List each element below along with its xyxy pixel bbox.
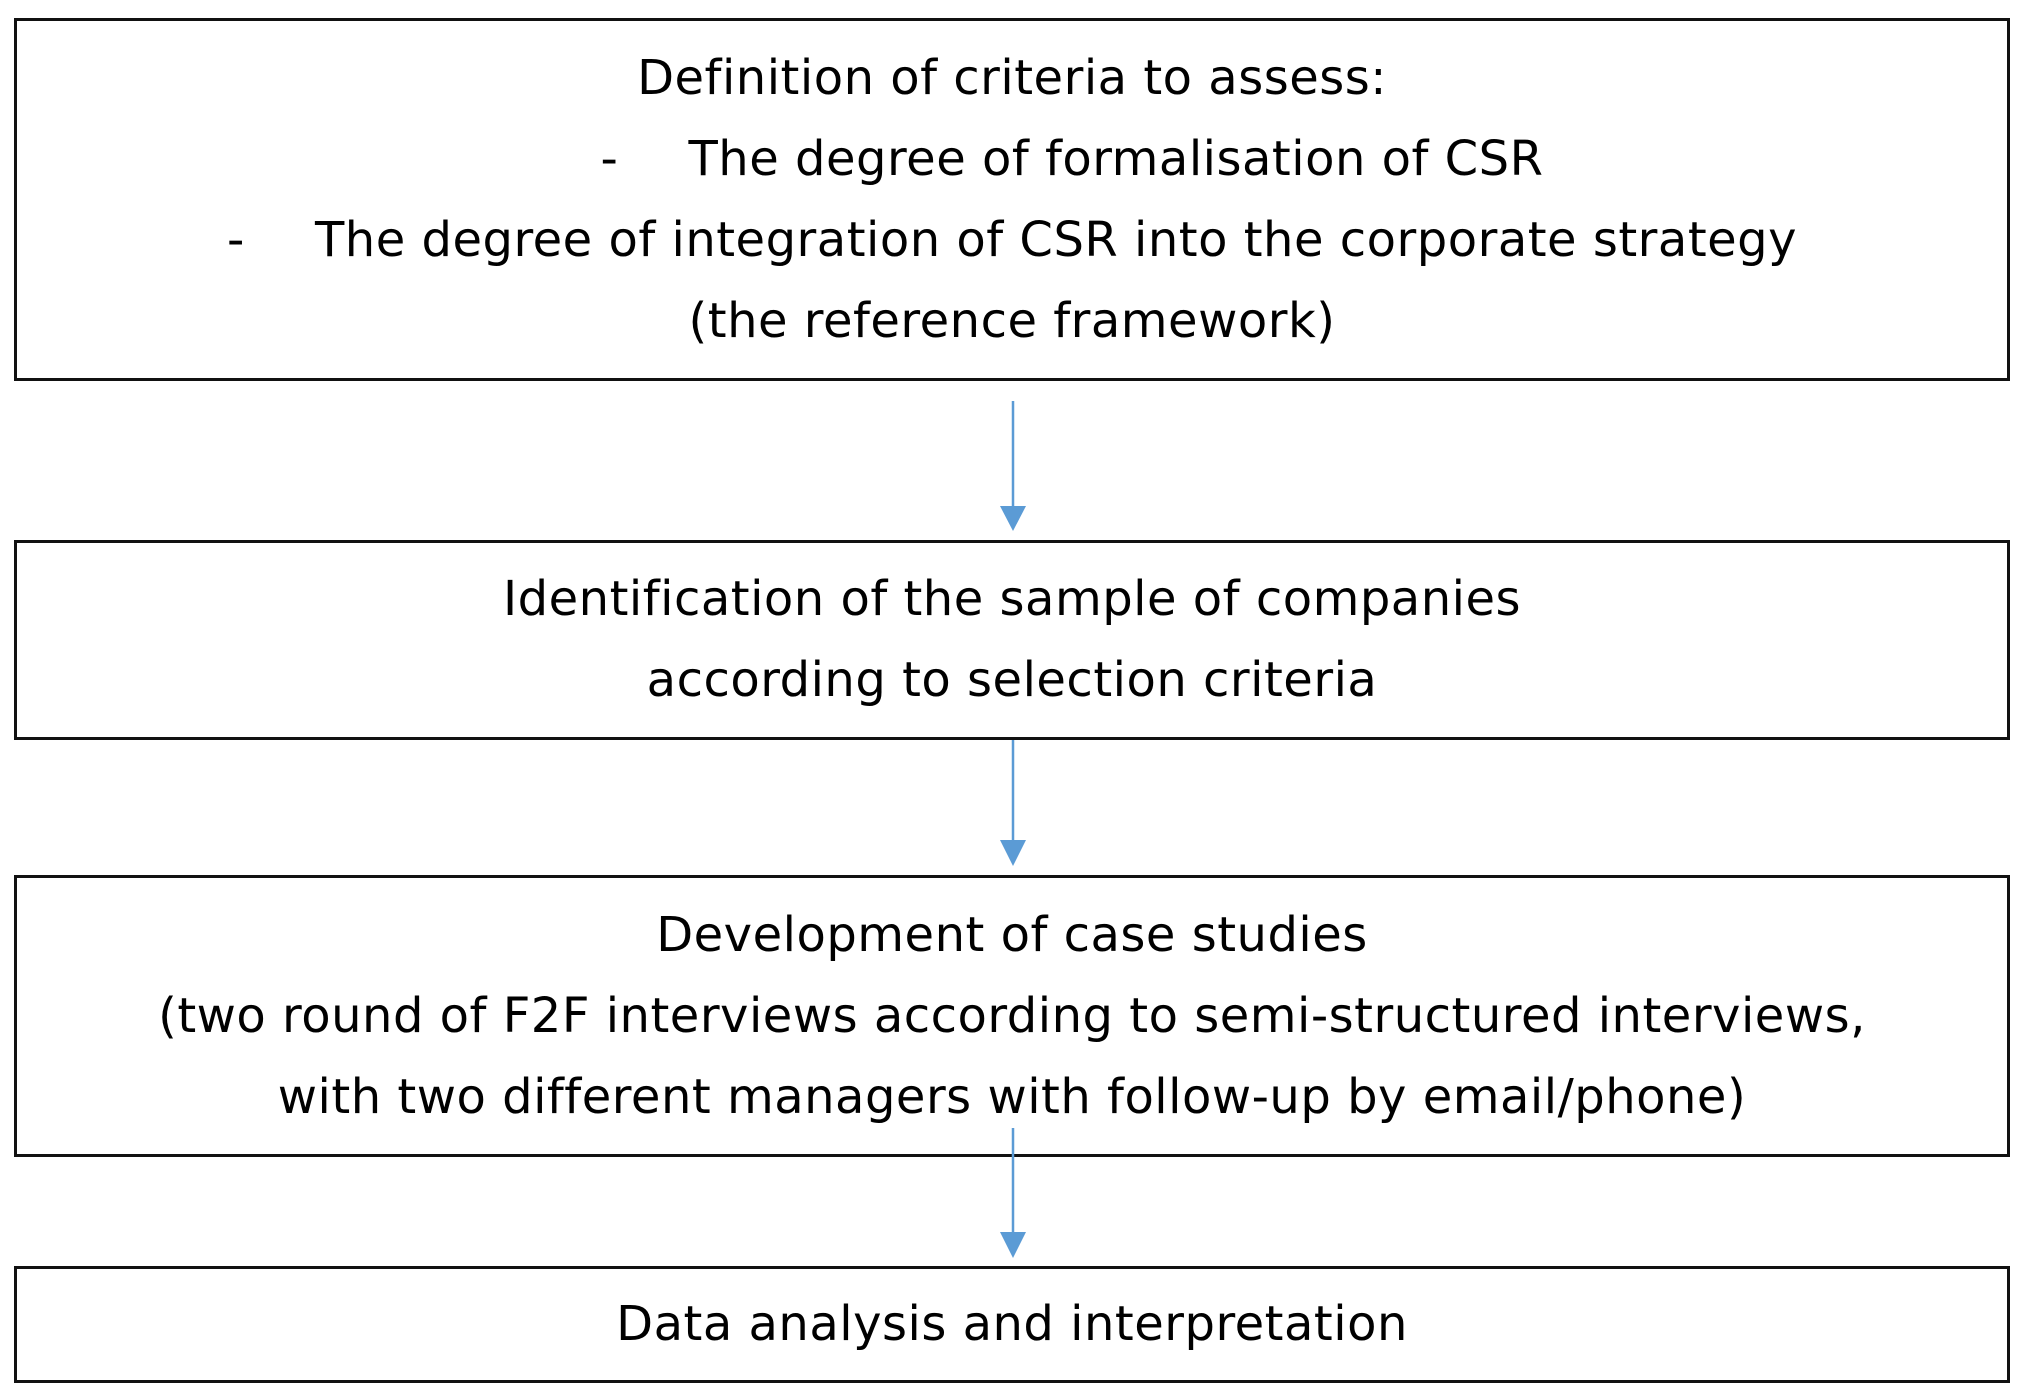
step-2-line-2: according to selection criteria: [646, 652, 1378, 708]
step-3-box: Development of case studies (two round o…: [14, 875, 2010, 1157]
arrow-down-icon: [1000, 740, 1026, 866]
bullet-dash: -: [226, 211, 245, 268]
step-2-box: Identification of the sample of companie…: [14, 540, 2010, 740]
step-1-bullet-2-text: The degree of integration of CSR into th…: [314, 211, 1798, 268]
step-1-bullet-1-text: The degree of formalisation of CSR: [688, 130, 1544, 187]
step-1-heading: Definition of criteria to assess:: [637, 49, 1387, 106]
step-4-box: Data analysis and interpretation: [14, 1266, 2010, 1383]
step-1-bullet-1: - The degree of formalisation of CSR: [600, 119, 1543, 200]
step-1-footer: (the reference framework): [688, 292, 1336, 349]
bullet-dash: -: [600, 130, 619, 187]
step-4-line-1: Data analysis and interpretation: [616, 1296, 1408, 1352]
step-1-bullet-2: - The degree of integration of CSR into …: [227, 200, 1797, 281]
step-3-line-1: Development of case studies: [656, 906, 1368, 963]
step-1-box: Definition of criteria to assess: - The …: [14, 18, 2010, 381]
arrow-down-icon: [1000, 401, 1026, 531]
step-3-line-2: (two round of F2F interviews according t…: [158, 987, 1866, 1044]
step-3-line-3: with two different managers with follow-…: [277, 1068, 1747, 1125]
step-2-line-1: Identification of the sample of companie…: [502, 571, 1522, 627]
